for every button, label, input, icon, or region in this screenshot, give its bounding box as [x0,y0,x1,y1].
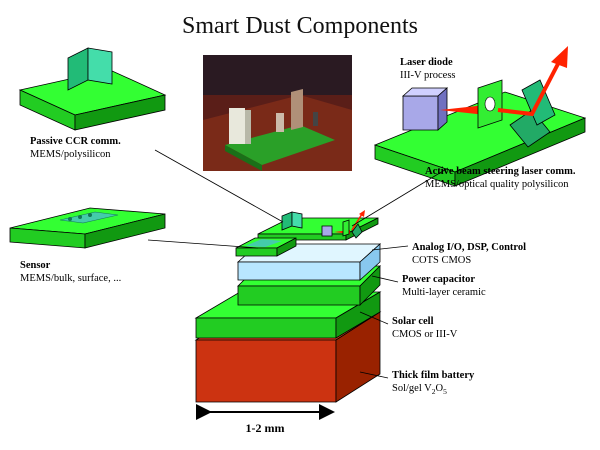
battery-detail: Sol/gel V2O5 [392,383,447,396]
solar-label: Solar cell [392,316,434,327]
ccr-label: Passive CCR comm. [30,136,121,147]
active-beam-detail: MEMS/optical quality polysilicon [425,179,569,190]
sensor-label: Sensor [20,260,51,271]
dimension-label: 1-2 mm [246,421,285,435]
diagram-title: Smart Dust Components [182,13,418,39]
power-cap-detail: Multi-layer ceramic [402,287,486,298]
power-cap-label: Power capacitor [402,274,475,285]
sensor-module [9,207,166,249]
laser-diode-detail: III-V process [400,70,456,81]
analog-detail: COTS CMOS [412,255,471,266]
top-substrate [235,210,379,257]
analog-layer [236,243,382,281]
sensor-detail: MEMS/bulk, surface, ... [20,273,121,284]
mote-photo [203,55,352,171]
ccr-module [18,47,167,131]
ccr-detail: MEMS/polysilicon [30,149,111,160]
active-beam-label: Active beam steering laser comm. [425,166,576,177]
analog-label: Analog I/O, DSP, Control [412,242,526,253]
leader-lines [147,149,449,379]
battery-label: Thick film battery [392,370,475,381]
solar-detail: CMOS or III-V [392,329,458,340]
laser-diode-label: Laser diode [400,57,453,68]
